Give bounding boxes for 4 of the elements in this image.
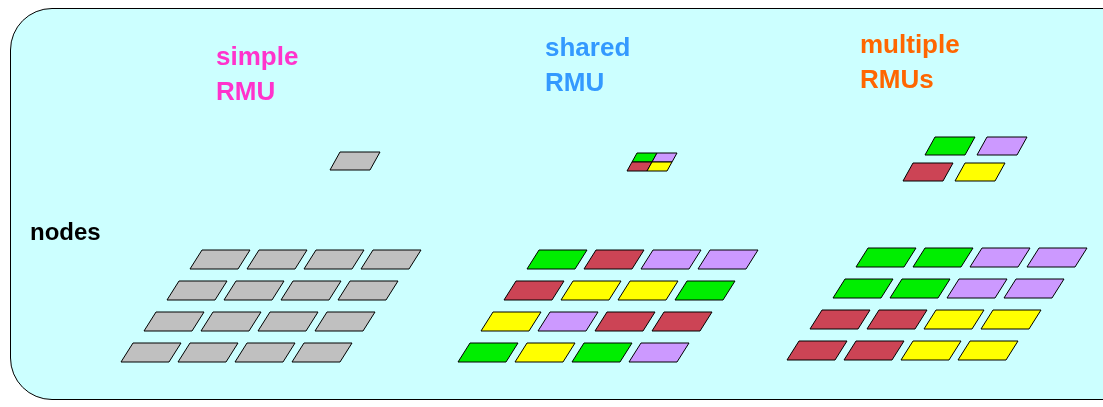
- row-label: nodes: [30, 217, 102, 247]
- column-heading: shared RMU: [545, 31, 632, 99]
- column-heading: multiple RMUs: [860, 28, 961, 96]
- column-heading: simple RMU: [216, 40, 300, 108]
